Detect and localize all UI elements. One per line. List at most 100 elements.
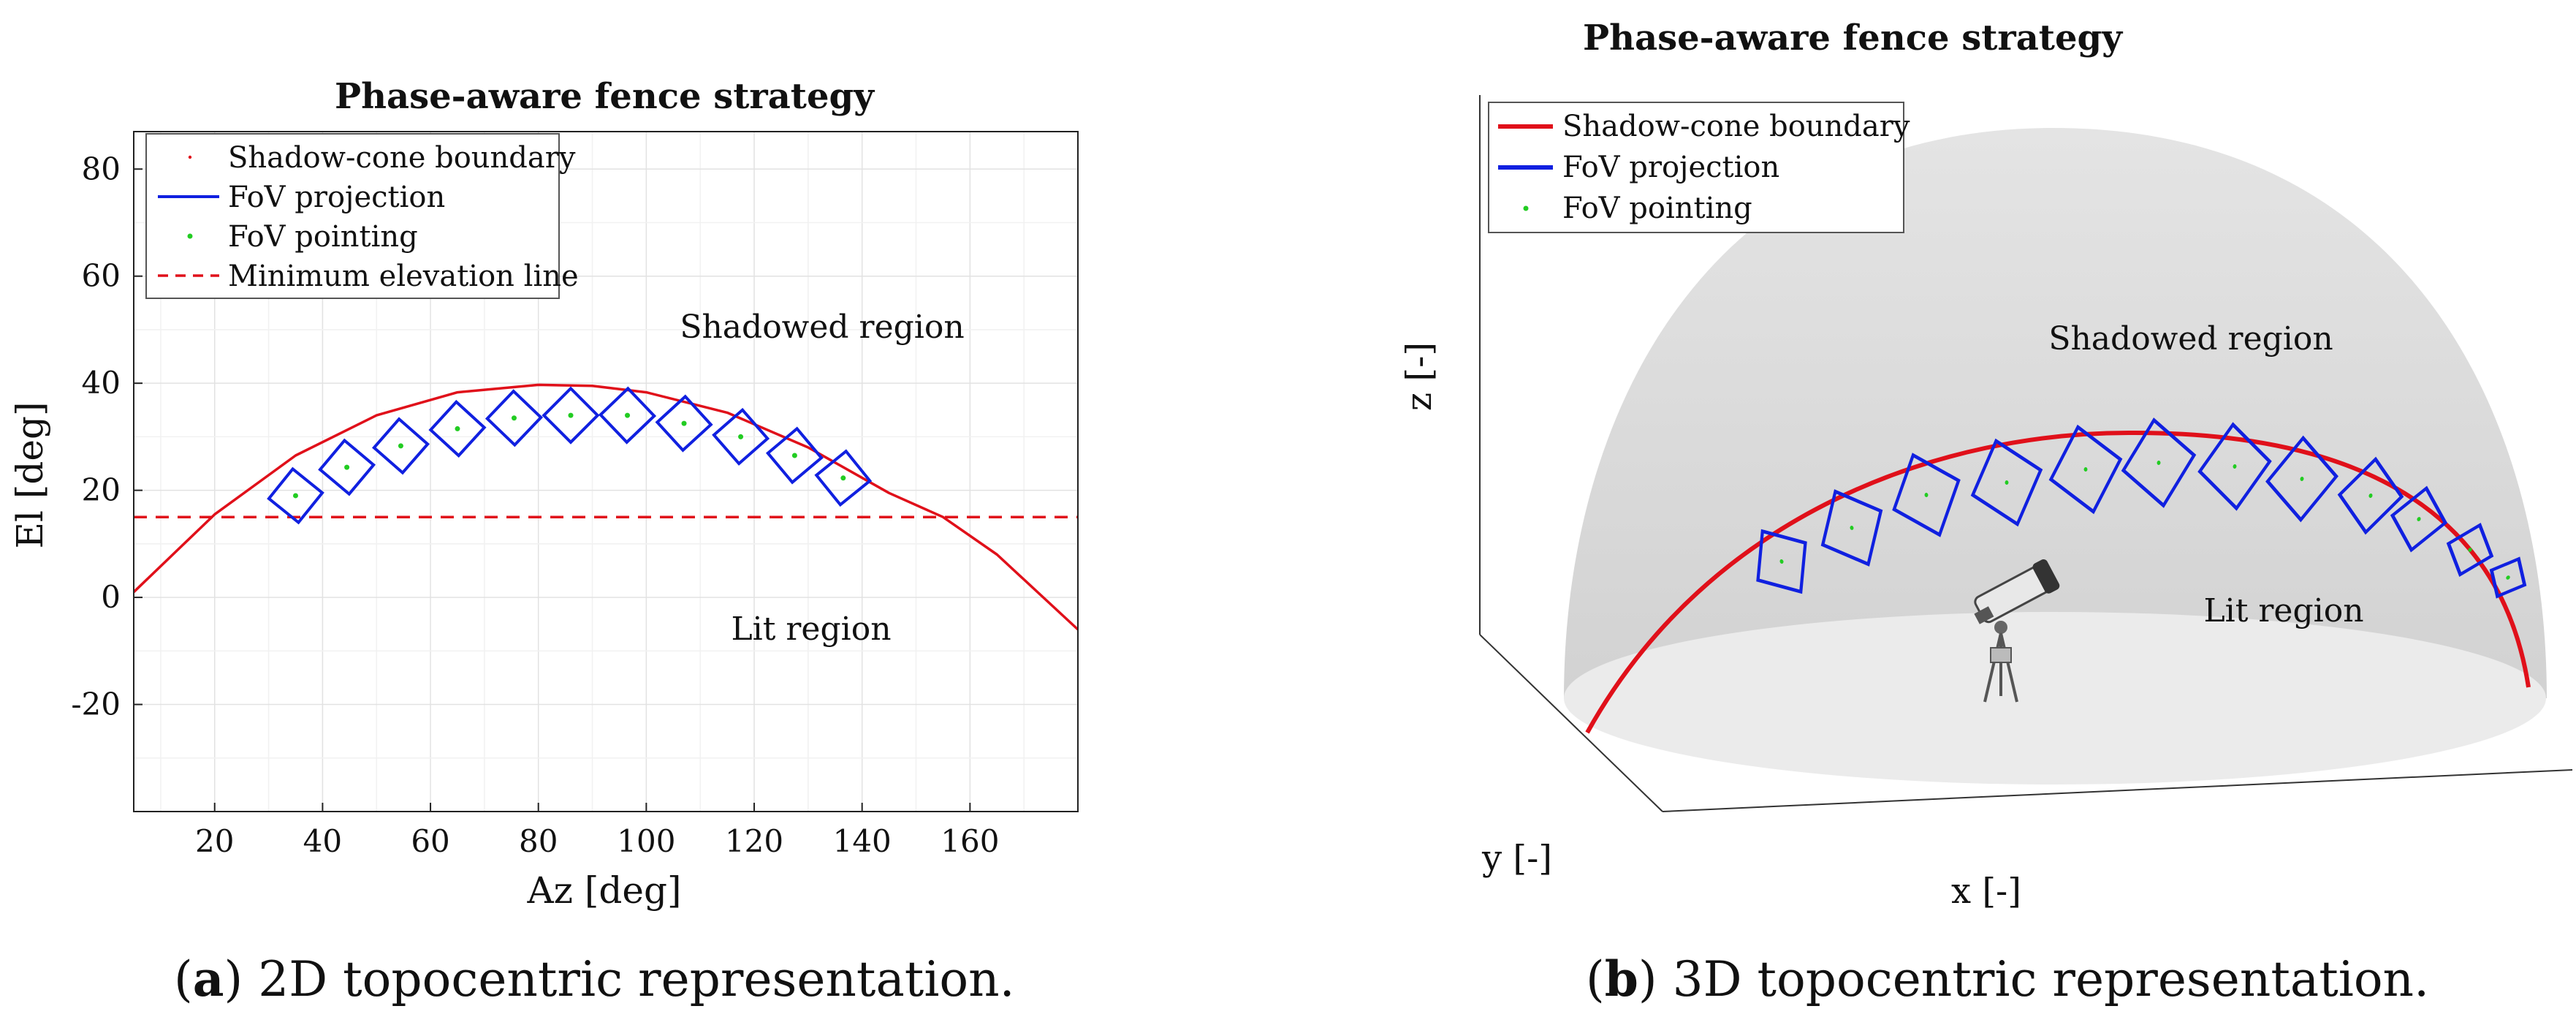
caption-a-label: a <box>192 950 224 1007</box>
y-tick-label: 60 <box>82 258 121 294</box>
legend-fov-label: FoV projection <box>1562 151 1779 184</box>
ground-disk <box>1564 612 2546 784</box>
fov-square <box>371 417 430 475</box>
z-axis-label-3d: z [-] <box>1399 342 1440 411</box>
fov-quad-3d <box>2197 422 2272 511</box>
fov-square <box>814 449 873 507</box>
shadowed-region-label-3d: Shadowed region <box>2048 320 2333 358</box>
chart-3d-axes <box>1479 95 2573 812</box>
y-tick-label: -20 <box>71 687 121 722</box>
fov-pointing-dot <box>568 412 574 418</box>
fov-square <box>485 389 544 447</box>
shadow-cone-boundary-line <box>132 383 1079 631</box>
fov-projection-3d <box>1820 489 1883 567</box>
fov-projection <box>428 399 487 458</box>
fov-pointing-dot <box>738 434 744 439</box>
fov-projection-3d <box>2337 456 2404 535</box>
fov-square <box>318 438 376 496</box>
fov-pointing-dot-3d <box>2368 494 2373 498</box>
legend-label: FoV pointing <box>228 220 418 254</box>
fov-square <box>542 386 600 445</box>
y-axis-label-3d: y [-] <box>1481 838 1552 879</box>
y-tick-label: 40 <box>82 365 121 401</box>
fov-pointing-dot <box>344 464 350 470</box>
legend-pointing-swatch <box>1523 205 1529 211</box>
fov-projection-3d <box>2489 556 2527 599</box>
caption-a-text: 2D topocentric representation. <box>258 951 1015 1007</box>
y-tick-label: 0 <box>101 579 121 615</box>
fov-projection <box>598 386 657 445</box>
fov-pointing-dot <box>455 426 460 431</box>
fov-square <box>765 426 824 485</box>
caption-b-text: 3D topocentric representation. <box>1672 951 2430 1007</box>
legend-label: Shadow-cone boundary <box>228 141 576 175</box>
fov-quad-3d <box>1820 489 1883 567</box>
fov-pointing-dot-3d <box>2005 480 2009 485</box>
fov-pointing-dot-3d <box>2417 517 2421 521</box>
fov-pointing-dot <box>681 420 687 426</box>
x-tick-label: 80 <box>519 823 558 859</box>
fov-pointing-dot-3d <box>1850 526 1854 530</box>
legend-pointing-label: FoV pointing <box>1562 192 1752 225</box>
fov-projection-3d <box>1970 438 2043 527</box>
x-tick-label: 60 <box>411 823 449 859</box>
panel-3d: Phase-aware fence strategy Shadowed regi… <box>1301 0 2576 1036</box>
caption-b-label: b <box>1604 950 1638 1007</box>
fov-quad-3d <box>2489 556 2527 599</box>
caption-a: (a) 2D topocentric representation. <box>174 950 1015 1007</box>
fov-pointing-dot-3d <box>2157 461 2161 465</box>
fov-quad-3d <box>1892 453 1961 537</box>
fov-projection <box>655 394 713 453</box>
fov-projection <box>267 466 324 525</box>
fov-pointing-dot-3d <box>2506 575 2510 580</box>
fov-quad-3d <box>2121 417 2197 508</box>
fov-quad-3d <box>2337 456 2404 535</box>
fov-pointing-dot-3d <box>2300 477 2304 481</box>
fov-square <box>598 386 657 445</box>
fov-projection-3d <box>1892 453 1961 537</box>
legend-label: Minimum elevation line <box>228 260 579 293</box>
fov-projection-3d <box>1756 529 1807 594</box>
legend-boundary-label: Shadow-cone boundary <box>1562 110 1910 143</box>
x-tick-label: 40 <box>303 823 342 859</box>
fov-pointing-dot <box>791 453 797 458</box>
fov-projection-3d <box>2265 435 2338 523</box>
caption-b: (b) 3D topocentric representation. <box>1586 950 2430 1007</box>
fov-pointing-dot-3d <box>2083 467 2088 472</box>
lit-region-label: Lit region <box>731 610 891 648</box>
fov-pointing-dot-3d <box>1924 493 1929 497</box>
fov-pointing-dot <box>511 415 517 421</box>
fov-projection <box>765 426 824 485</box>
chart-2d-title: Phase-aware fence strategy <box>335 76 875 117</box>
x-tick-label: 20 <box>195 823 234 859</box>
fov-projection <box>318 438 376 496</box>
fov-quad-3d <box>2265 435 2338 523</box>
fov-projection <box>542 386 600 445</box>
chart-2d-axes-frame <box>133 131 1079 812</box>
legend-label: FoV projection <box>228 181 445 214</box>
fov-pointing-dot-3d <box>1779 559 1784 564</box>
fov-pointing-dot <box>840 475 846 481</box>
fov-projections-3d <box>1756 417 2527 599</box>
chart-3d-legend: Shadow-cone boundary FoV projection FoV … <box>1488 102 1910 233</box>
y-axis-label: El [deg] <box>9 401 51 548</box>
fov-projection-3d <box>2048 424 2123 515</box>
chart-3d-title: Phase-aware fence strategy <box>1583 18 2124 58</box>
fov-projection <box>371 417 430 475</box>
fov-quad-3d <box>2446 522 2494 578</box>
x-tick-label: 120 <box>725 823 783 859</box>
y-tick-label: 20 <box>82 472 121 508</box>
fov-quad-3d <box>1756 529 1807 594</box>
x-axis-label: Az [deg] <box>527 869 682 912</box>
shadow-dome <box>1564 128 2547 698</box>
fov-quad-3d <box>1970 438 2043 527</box>
x-tick-label: 160 <box>941 823 999 859</box>
fov-pointing-dot <box>625 412 631 418</box>
fov-quad-3d <box>2390 485 2448 553</box>
fov-pointing-dot-3d <box>2468 548 2472 552</box>
y-tick-label: 80 <box>82 151 121 186</box>
shadowed-region-label: Shadowed region <box>680 309 964 346</box>
telescope-icon <box>1974 559 2060 703</box>
fov-projection-3d <box>2390 485 2448 553</box>
